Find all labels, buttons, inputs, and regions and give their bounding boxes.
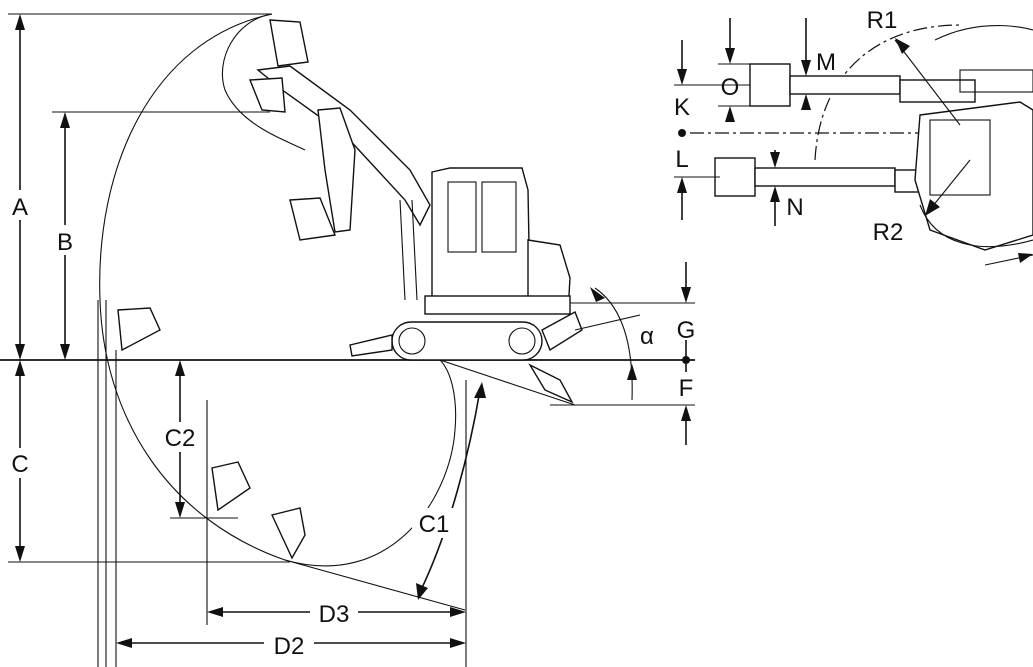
- upper-frame: [424, 295, 571, 315]
- dim-C-arrow-bottom: [15, 546, 25, 562]
- dim-G-label: G: [677, 317, 696, 344]
- dim-D3-label: D3: [319, 601, 350, 628]
- blade-left: [349, 334, 393, 357]
- bucket-left: [117, 307, 161, 352]
- dim-D3-label-bg: [310, 598, 358, 626]
- bucket-mid: [289, 197, 336, 241]
- dim-D2-label: D2: [274, 633, 305, 660]
- dim-A-label: A: [12, 194, 28, 221]
- dim-O-label: O: [721, 74, 740, 101]
- dim-C2-arrow-top: [175, 360, 185, 376]
- dim-C2-label: C2: [165, 425, 196, 452]
- dim-D2-label-bg: [264, 630, 314, 658]
- dim-M-label: M: [816, 49, 836, 76]
- upper-arm: [789, 75, 901, 95]
- tail-arc: [934, 24, 1033, 41]
- boom-cylinder-2: [411, 199, 418, 301]
- dim-O-arrow-bottom: [725, 106, 735, 122]
- alpha-arc: [594, 287, 633, 401]
- upper-track: [959, 69, 1033, 93]
- blade-lowered: [528, 363, 574, 404]
- cab: [431, 167, 531, 301]
- cab-window: [447, 181, 477, 253]
- alpha-arrow-bottom: [627, 364, 637, 380]
- dim-G-dot: [682, 356, 690, 364]
- dim-C1-arrow-top: [474, 382, 486, 398]
- dim-B-arrow-bottom: [60, 344, 70, 360]
- alpha-ref: [574, 314, 641, 331]
- dim-A-arrow-top: [15, 14, 25, 30]
- dim-B-label-bg: [51, 225, 79, 255]
- dim-N-arrow-bottom: [770, 186, 780, 202]
- dim-B-label: B: [57, 229, 73, 256]
- blade: [541, 311, 583, 352]
- dim-L-arrow: [677, 177, 687, 193]
- idler: [398, 327, 426, 355]
- dim-C1-label: C1: [419, 511, 450, 538]
- dim-D3-arrow-left: [207, 607, 223, 617]
- dim-N-label: N: [786, 194, 803, 221]
- lower-bucket: [714, 157, 756, 197]
- dim-D2-arrow-left: [116, 638, 132, 648]
- dim-R1-label: R1: [867, 7, 898, 34]
- dim-C1-arrow-bottom: [416, 583, 428, 600]
- dim-B-arrow-top: [60, 112, 70, 128]
- boom-cylinder: [399, 199, 406, 301]
- dim-M-arrow-top: [801, 60, 811, 76]
- dim-C1-arc: [419, 389, 481, 593]
- dim-F-label: F: [679, 375, 694, 402]
- slope-ref-line: [439, 359, 576, 406]
- alpha-label: α: [640, 323, 654, 350]
- cab-window-2: [481, 181, 517, 253]
- upper-bucket: [749, 63, 791, 107]
- bucket-high: [248, 77, 286, 113]
- dim-N-arrow-top: [770, 152, 780, 168]
- alpha-arrow-top: [590, 287, 605, 302]
- dim-F-arrow: [681, 405, 691, 421]
- dim-C2-arrow-bottom: [175, 502, 185, 518]
- upper-boom: [899, 79, 976, 103]
- bucket-bottom: [271, 507, 306, 560]
- dim-C1-label-bg: [412, 508, 456, 538]
- upper-structure: [914, 101, 1033, 251]
- reach-envelope: [99, 13, 457, 567]
- dim-R1-arrow: [895, 38, 910, 54]
- centerline-dot: [678, 129, 686, 137]
- sprocket: [508, 327, 536, 355]
- dim-C-label: C: [11, 451, 28, 478]
- dim-O-arrow-top: [725, 48, 735, 64]
- dim-D2-arrow-right: [450, 638, 466, 648]
- inner-envelope: [221, 13, 306, 151]
- arm: [317, 107, 356, 233]
- dim-M-arrow-bottom: [801, 94, 811, 110]
- dim-C-label-bg: [6, 448, 34, 478]
- dim-C-arrow-top: [15, 360, 25, 376]
- dim-G-arrow: [681, 287, 691, 303]
- depth-slope-line: [284, 559, 466, 611]
- bucket-top: [269, 19, 309, 67]
- dim-A-label-bg: [6, 190, 34, 220]
- dim-R2-arrow: [925, 199, 940, 216]
- tail-dim-arrow: [1018, 253, 1033, 263]
- swing-arc-r1: [814, 24, 961, 161]
- counterweight: [919, 204, 1033, 248]
- bucket-c2: [211, 461, 251, 512]
- dim-R1-line: [894, 39, 961, 126]
- dim-K-arrow: [677, 69, 687, 85]
- top-cab: [929, 119, 991, 196]
- dim-R2-label: R2: [873, 219, 904, 246]
- dim-D3-arrow-right: [450, 607, 466, 617]
- dim-L-label: L: [675, 146, 688, 173]
- dim-K-label: K: [674, 94, 690, 121]
- dim-A-arrow-bottom: [15, 344, 25, 360]
- side-view: A B C C2 C1: [0, 13, 696, 667]
- top-view: O M K L N R1 R2: [674, 7, 1033, 266]
- dim-C2-label-bg: [160, 422, 200, 452]
- lower-arm: [754, 167, 896, 187]
